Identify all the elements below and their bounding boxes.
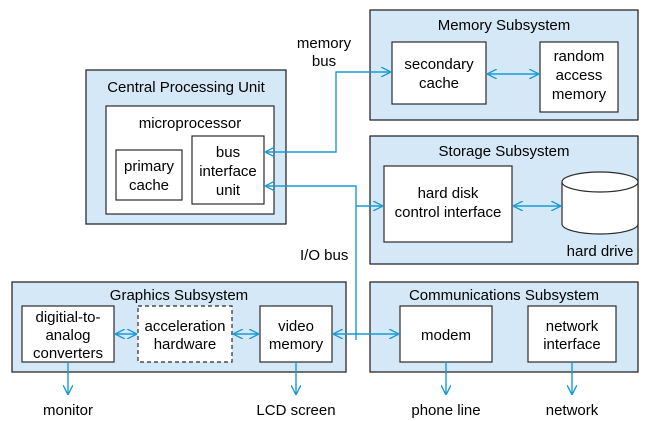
accel-label-2: hardware [154, 336, 217, 353]
memory-bus-label-1: memory [297, 35, 352, 52]
memory-subsystem-title: Memory Subsystem [438, 17, 571, 34]
primary-cache-label-1: primary [124, 158, 175, 175]
bus-interface-unit-box [191, 135, 265, 205]
dac-label-1: digitial-to- [35, 309, 100, 326]
io-bus-line [266, 186, 357, 340]
storage-subsystem: Storage Subsystem hard disk control inte… [369, 135, 639, 265]
bus-interface-label-3: unit [216, 182, 241, 199]
ram-label-3: memory [552, 86, 607, 103]
memory-bus-line [266, 72, 390, 152]
ram-label-1: random [554, 48, 605, 65]
network-label: network [546, 402, 599, 419]
video-memory-label-1: video [278, 318, 314, 335]
secondary-cache-box [391, 41, 487, 105]
connectors [68, 72, 572, 394]
secondary-cache-label-1: secondary [404, 56, 474, 73]
primary-cache-label-2: cache [129, 177, 169, 194]
acceleration-hardware-box [137, 305, 233, 363]
cpu-subsystem: Central Processing Unit microprocessor p… [85, 69, 287, 225]
hard-drive-cylinder-icon [561, 171, 639, 235]
dac-label-3: converters [33, 345, 103, 362]
monitor-label: monitor [43, 402, 93, 419]
network-interface-label-1: network [546, 318, 599, 335]
video-memory-box [259, 305, 333, 363]
bus-interface-label-2: interface [199, 163, 257, 180]
hdd-interface-label-2: control interface [395, 204, 502, 221]
hard-disk-interface-box [383, 165, 513, 243]
network-interface-label-2: interface [543, 336, 601, 353]
video-memory-label-2: memory [269, 336, 324, 353]
primary-cache-box [115, 149, 183, 201]
communications-subsystem-title: Communications Subsystem [409, 287, 599, 304]
memory-subsystem: Memory Subsystem secondary cache random … [369, 9, 639, 121]
hdd-interface-label-1: hard disk [418, 185, 479, 202]
cpu-title: Central Processing Unit [107, 79, 265, 96]
memory-bus-label-2: bus [312, 53, 336, 70]
modem-box [399, 305, 493, 363]
ram-label-2: access [556, 67, 603, 84]
lcd-screen-label: LCD screen [256, 402, 335, 419]
modem-label: modem [421, 327, 471, 344]
dac-label-2: analog [45, 327, 90, 344]
hard-drive-label: hard drive [567, 243, 634, 260]
graphics-subsystem: Graphics Subsystem digitial-to- analog c… [11, 281, 347, 373]
secondary-cache-label-2: cache [419, 75, 459, 92]
accel-label-1: acceleration [145, 318, 226, 335]
io-bus-label: I/O bus [300, 247, 348, 264]
bus-interface-label-1: bus [216, 144, 240, 161]
microprocessor-label: microprocessor [139, 115, 242, 132]
ram-box [539, 41, 619, 113]
storage-subsystem-title: Storage Subsystem [439, 143, 570, 160]
phone-line-label: phone line [411, 402, 480, 419]
communications-subsystem: Communications Subsystem modem network i… [369, 281, 639, 373]
graphics-subsystem-title: Graphics Subsystem [110, 287, 248, 304]
dac-box [21, 305, 115, 363]
